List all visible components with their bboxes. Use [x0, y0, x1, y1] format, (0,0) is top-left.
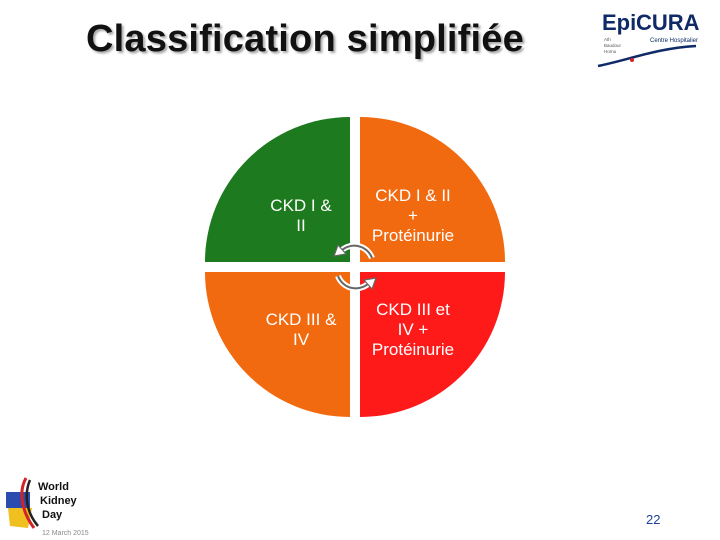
label-bottom-left: CKD III & IV [265, 310, 337, 349]
page-number: 22 [646, 512, 661, 527]
svg-text:Baudour: Baudour [604, 43, 622, 48]
epicura-logo: Epi CURA Centre Hospitalier Ath Baudour … [588, 2, 708, 74]
svg-text:Ath: Ath [604, 37, 611, 42]
svg-text:Day: Day [42, 509, 63, 521]
quadrant-bottom-right [360, 272, 505, 417]
svg-text:Kidney: Kidney [40, 495, 78, 507]
label-top-left: CKD I & II [270, 196, 332, 235]
wkd-date: 12 March 2015 [42, 530, 89, 537]
svg-text:World: World [38, 481, 69, 493]
label-top-right: CKD I & II + Protéinurie [371, 186, 455, 245]
circular-arrows-icon [333, 242, 377, 292]
svg-text:CURA: CURA [636, 10, 700, 35]
svg-text:Epi: Epi [602, 10, 636, 35]
epicura-subtitle: Centre Hospitalier [650, 38, 698, 44]
svg-text:Hornu: Hornu [604, 49, 617, 54]
slide-title: Classification simplifiée [86, 18, 524, 60]
world-kidney-day-logo: World Kidney Day 12 March 2015 [0, 468, 100, 540]
label-bottom-right: CKD III et IV + Protéinurie [371, 300, 455, 359]
quadrant-top-left [205, 117, 350, 262]
quadrant-top-right [360, 117, 505, 262]
quadrant-bottom-left [205, 272, 350, 417]
